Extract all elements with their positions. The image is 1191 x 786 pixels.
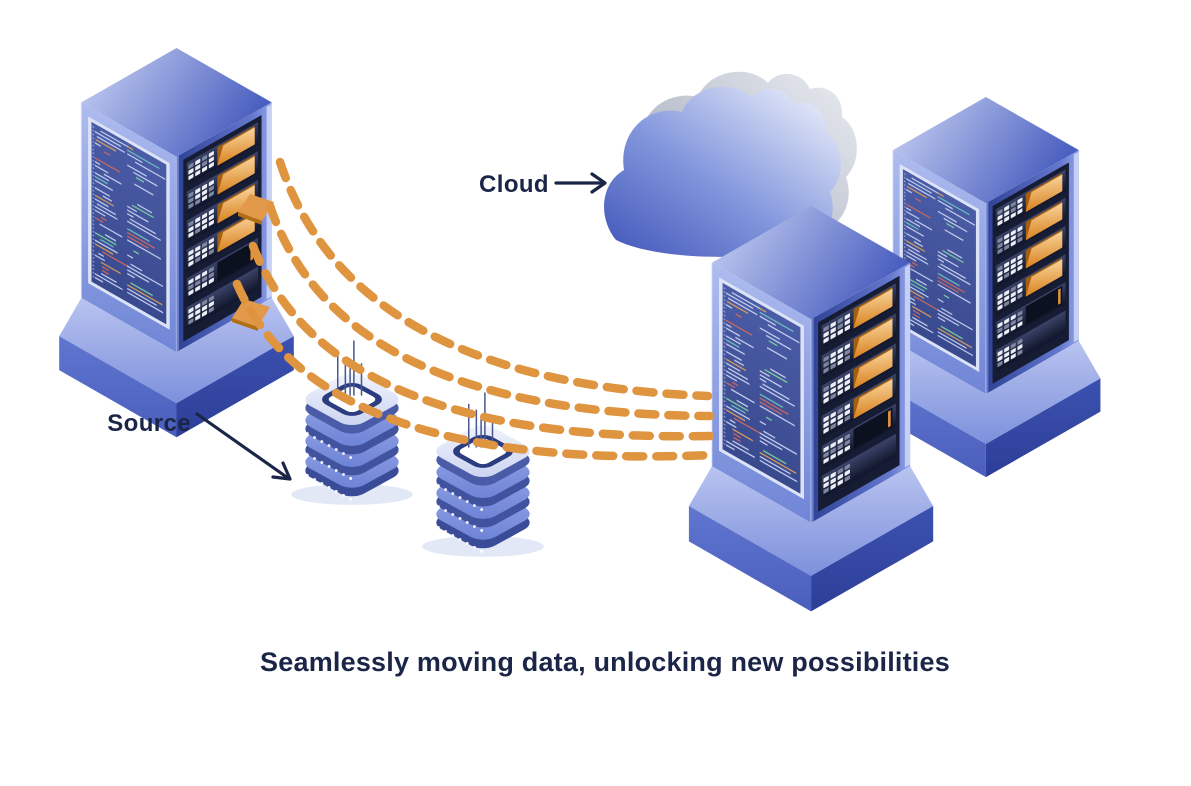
caption: Seamlessly moving data, unlocking new po…: [260, 647, 950, 677]
cloud-arrow: [554, 172, 607, 194]
source-arrow: [195, 412, 292, 481]
data-flow-dashes: [232, 157, 716, 461]
cloud-label: Cloud: [479, 171, 549, 198]
rack-left: [59, 48, 294, 437]
cloud-graphic: [604, 71, 857, 257]
cloud-front-surface: [604, 86, 841, 257]
source-label: Source: [107, 410, 191, 437]
rack-center: [689, 206, 933, 611]
